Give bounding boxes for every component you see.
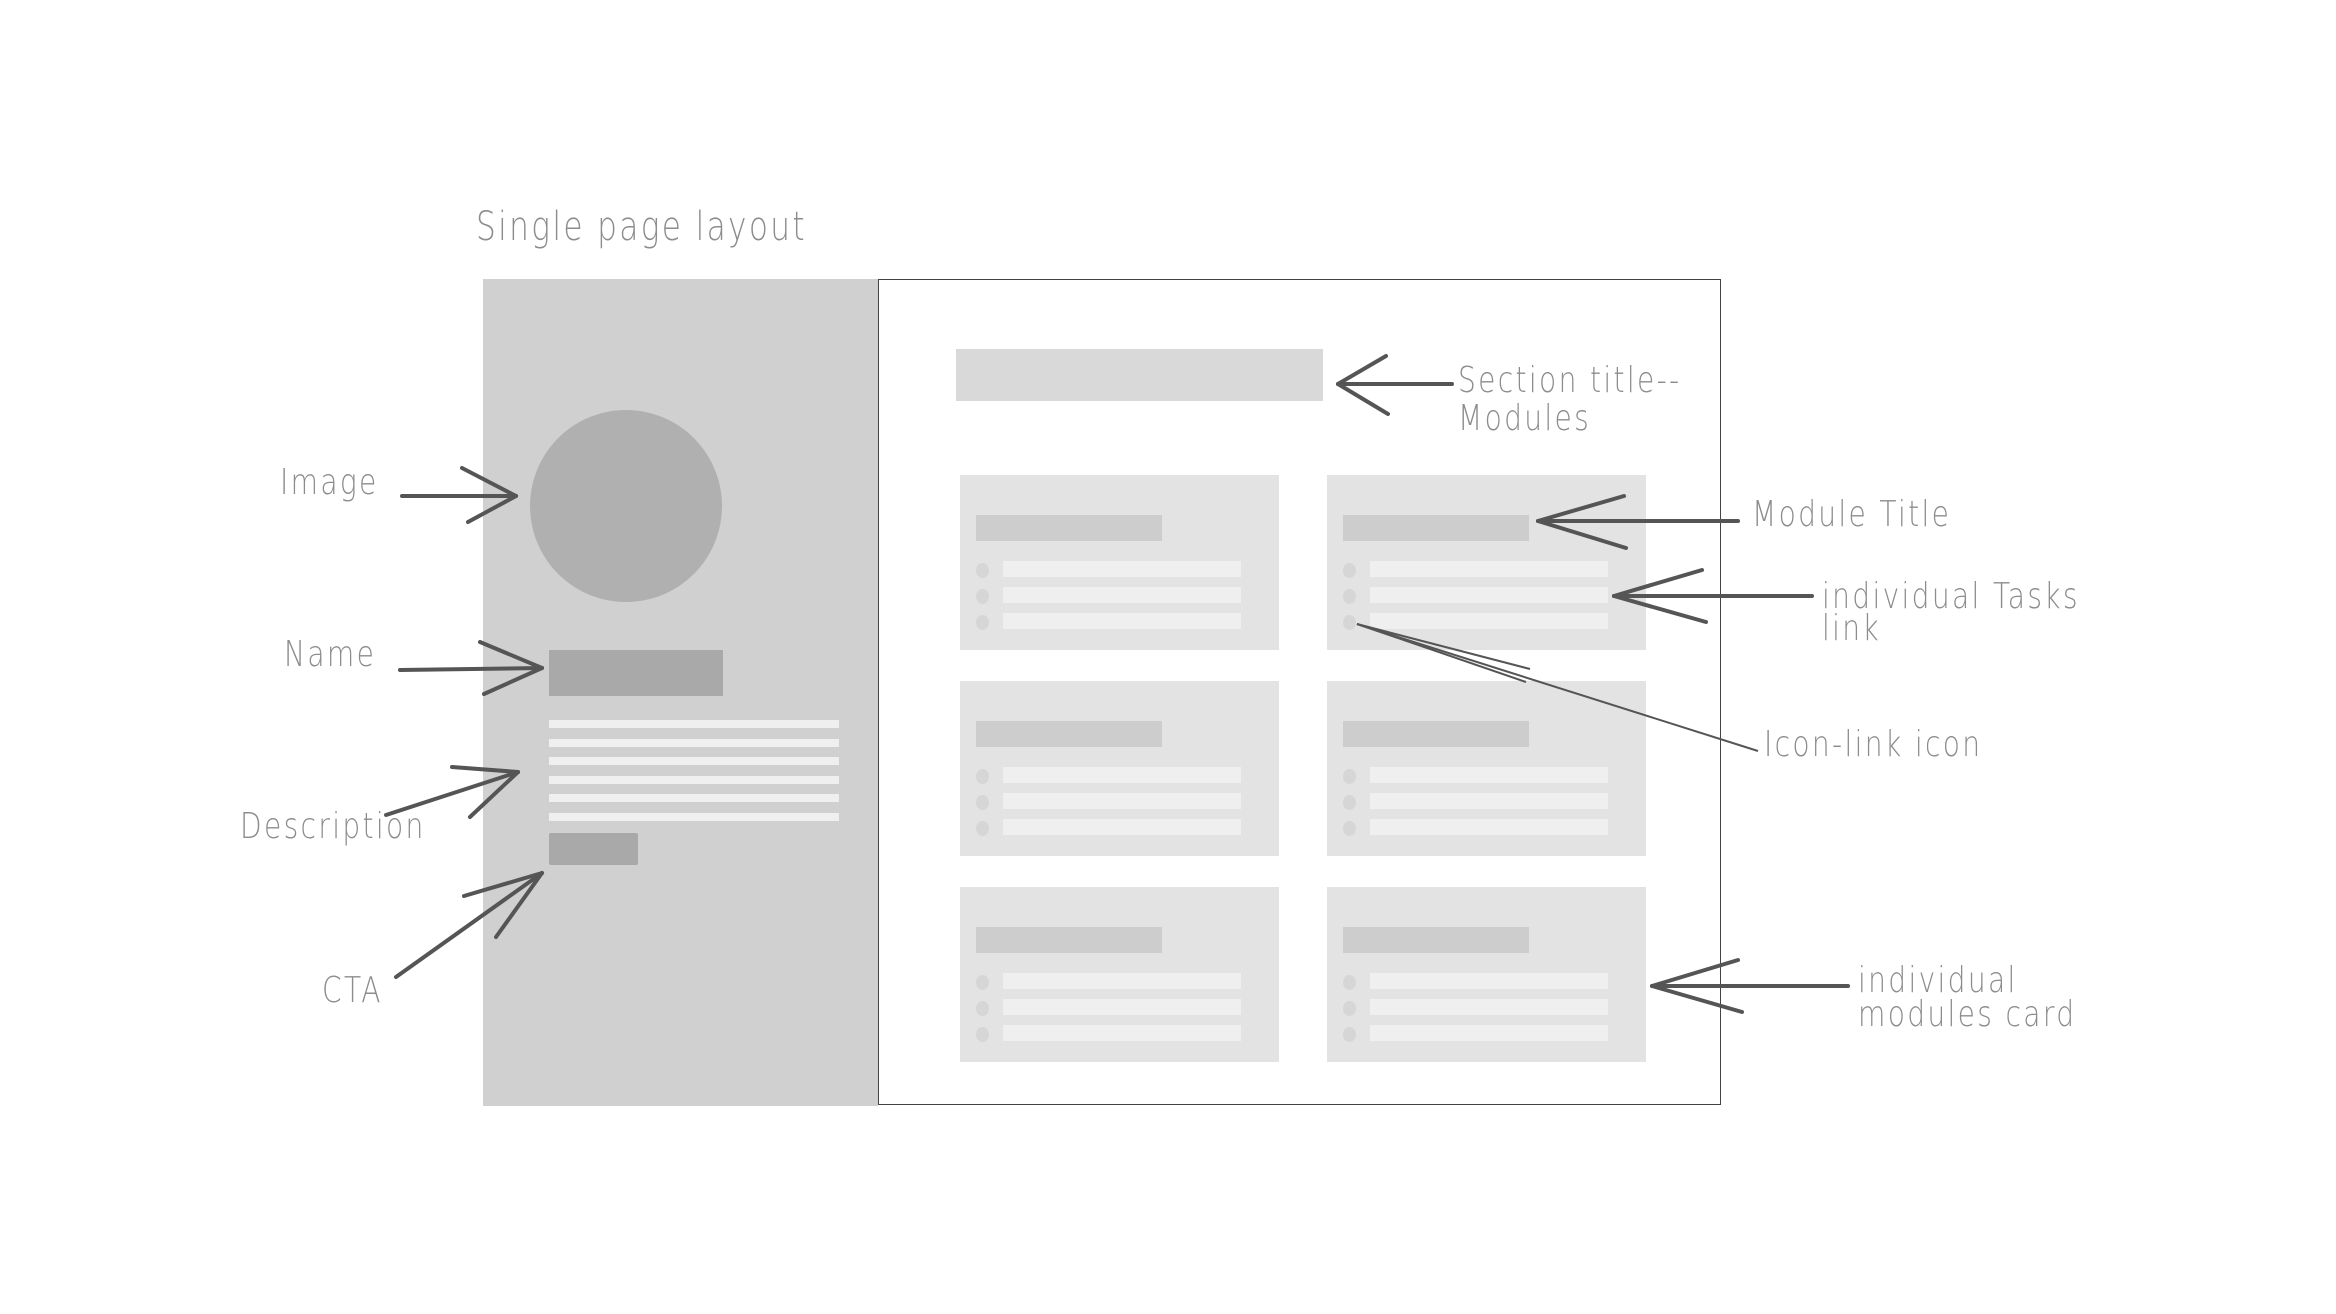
label-tasks-link-line2: link bbox=[1822, 607, 1882, 649]
label-section-title-line1: Section title-- bbox=[1458, 360, 1682, 401]
label-modules-card: individual modules card bbox=[1858, 962, 2076, 1034]
description-line bbox=[549, 794, 839, 802]
label-tasks-link: individual Tasks link bbox=[1822, 578, 2080, 648]
label-name: Name bbox=[284, 634, 377, 675]
module-card bbox=[960, 681, 1279, 856]
link-icon bbox=[976, 563, 989, 578]
name-placeholder bbox=[549, 650, 723, 696]
module-title-placeholder bbox=[1343, 515, 1529, 541]
task-text-placeholder bbox=[1003, 999, 1241, 1015]
label-modules-card-line2: modules card bbox=[1858, 993, 2077, 1035]
module-title-placeholder bbox=[976, 721, 1162, 747]
diagram-title: Single page layout bbox=[476, 204, 807, 250]
module-title-placeholder bbox=[1343, 927, 1529, 953]
task-link-placeholder bbox=[1343, 587, 1613, 605]
task-text-placeholder bbox=[1370, 819, 1608, 835]
task-link-placeholder bbox=[976, 561, 1246, 579]
link-icon bbox=[1343, 563, 1356, 578]
task-link-placeholder bbox=[1343, 1025, 1613, 1043]
task-text-placeholder bbox=[1003, 793, 1241, 809]
module-card bbox=[1327, 681, 1646, 856]
task-link-placeholder bbox=[1343, 793, 1613, 811]
link-icon bbox=[976, 821, 989, 836]
link-icon bbox=[1343, 821, 1356, 836]
label-image: Image bbox=[280, 462, 379, 503]
task-link-placeholder bbox=[976, 819, 1246, 837]
task-link-placeholder bbox=[976, 587, 1246, 605]
link-icon bbox=[976, 1027, 989, 1042]
task-text-placeholder bbox=[1370, 767, 1608, 783]
task-link-placeholder bbox=[1343, 819, 1613, 837]
task-text-placeholder bbox=[1370, 999, 1608, 1015]
link-icon bbox=[976, 589, 989, 604]
link-icon bbox=[1343, 795, 1356, 810]
task-text-placeholder bbox=[1003, 973, 1241, 989]
module-card bbox=[960, 887, 1279, 1062]
task-text-placeholder bbox=[1003, 613, 1241, 629]
link-icon bbox=[976, 769, 989, 784]
task-link-placeholder bbox=[976, 999, 1246, 1017]
label-cta: CTA bbox=[322, 970, 383, 1011]
task-text-placeholder bbox=[1370, 973, 1608, 989]
module-title-placeholder bbox=[1343, 721, 1529, 747]
module-title-placeholder bbox=[976, 515, 1162, 541]
task-link-placeholder bbox=[976, 793, 1246, 811]
description-line bbox=[549, 757, 839, 765]
module-card bbox=[960, 475, 1279, 650]
task-link-placeholder bbox=[1343, 613, 1613, 631]
link-icon bbox=[1343, 975, 1356, 990]
link-icon bbox=[976, 615, 989, 630]
task-link-placeholder bbox=[976, 973, 1246, 991]
task-link-placeholder bbox=[1343, 999, 1613, 1017]
task-link-placeholder bbox=[976, 1025, 1246, 1043]
task-text-placeholder bbox=[1003, 561, 1241, 577]
description-line bbox=[549, 720, 839, 728]
label-tasks-link-line1: individual Tasks bbox=[1822, 576, 2080, 617]
task-text-placeholder bbox=[1003, 767, 1241, 783]
task-link-placeholder bbox=[976, 767, 1246, 785]
task-link-placeholder bbox=[1343, 561, 1613, 579]
task-text-placeholder bbox=[1370, 587, 1608, 603]
module-card bbox=[1327, 887, 1646, 1062]
task-text-placeholder bbox=[1370, 613, 1608, 629]
task-link-placeholder bbox=[1343, 767, 1613, 785]
link-icon bbox=[1343, 769, 1356, 784]
link-icon bbox=[976, 1001, 989, 1016]
task-text-placeholder bbox=[1370, 793, 1608, 809]
link-icon bbox=[1343, 1027, 1356, 1042]
task-text-placeholder bbox=[1003, 819, 1241, 835]
task-text-placeholder bbox=[1003, 587, 1241, 603]
label-section-title: Section title-- Modules bbox=[1458, 362, 1682, 438]
description-placeholder bbox=[549, 720, 839, 831]
description-line bbox=[549, 738, 839, 747]
module-title-placeholder bbox=[976, 927, 1162, 953]
link-icon bbox=[976, 795, 989, 810]
link-icon bbox=[976, 975, 989, 990]
task-text-placeholder bbox=[1370, 561, 1608, 577]
link-icon bbox=[1343, 589, 1356, 604]
profile-image-placeholder bbox=[530, 410, 722, 602]
label-module-title: Module Title bbox=[1752, 494, 1952, 535]
link-icon bbox=[1343, 1001, 1356, 1016]
task-link-placeholder bbox=[976, 613, 1246, 631]
description-line bbox=[549, 775, 839, 784]
label-modules-card-line1: individual bbox=[1858, 960, 2018, 1001]
description-line bbox=[549, 812, 839, 821]
label-icon-link: Icon-link icon bbox=[1764, 724, 1983, 765]
task-text-placeholder bbox=[1003, 1025, 1241, 1041]
module-card bbox=[1327, 475, 1646, 650]
label-description: Description bbox=[240, 806, 426, 847]
task-link-placeholder bbox=[1343, 973, 1613, 991]
cta-button-placeholder bbox=[549, 833, 638, 865]
section-title-placeholder bbox=[956, 349, 1323, 401]
label-section-title-line2: Modules bbox=[1458, 397, 1592, 439]
link-icon bbox=[1343, 615, 1356, 630]
task-text-placeholder bbox=[1370, 1025, 1608, 1041]
